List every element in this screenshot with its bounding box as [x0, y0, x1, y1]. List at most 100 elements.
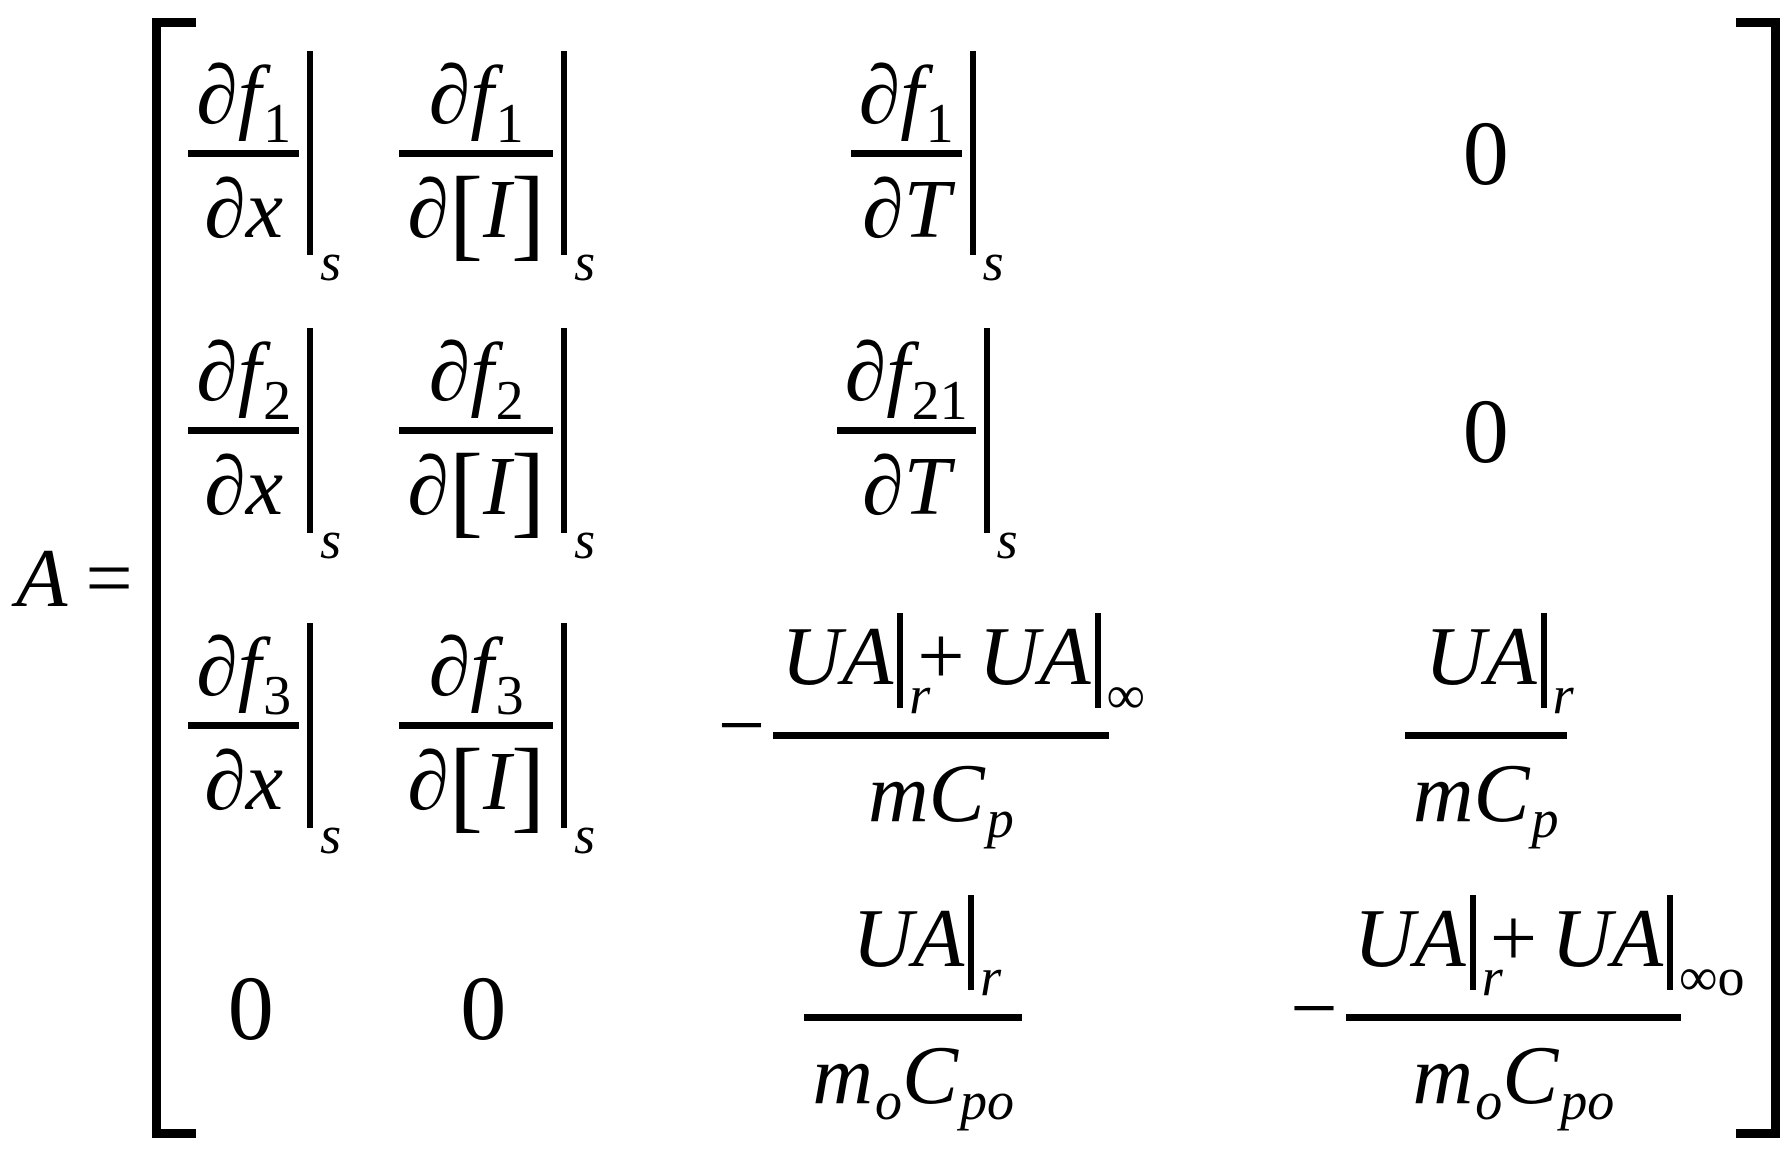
- eval-bar: s: [561, 623, 595, 862]
- eval-subscript: r: [980, 947, 1002, 1008]
- numerator-subscript: 1: [263, 92, 292, 155]
- matrix-cell-r3c2: ∂f3 ∂[I] s: [399, 621, 595, 862]
- plus-sign: +: [1489, 892, 1538, 986]
- denominator: ∂: [407, 440, 449, 533]
- matrix-cell-r1c2: ∂f1 ∂[I] s: [399, 48, 595, 289]
- eval-bar: s: [307, 623, 341, 862]
- denominator: mC: [1412, 746, 1530, 840]
- eval-bar: r: [1469, 895, 1503, 1004]
- eval-subscript: ∞: [1106, 664, 1146, 725]
- partial-derivative-eval: ∂f1 ∂[I] s: [399, 48, 595, 289]
- numerator: ∂f: [196, 48, 262, 142]
- fraction: ∂f2 ∂[I]: [399, 326, 554, 542]
- matrix-cell-r3c1: ∂f3 ∂x s: [188, 622, 341, 862]
- denominator-subscript: p: [986, 788, 1014, 849]
- eval-bar: s: [969, 50, 1004, 289]
- denominator-subscript: po: [1560, 1071, 1615, 1132]
- denominator: m: [812, 1029, 873, 1123]
- matrix-cell-r2c2: ∂f2 ∂[I] s: [399, 326, 595, 567]
- UA-term: UA: [1424, 609, 1537, 703]
- plus-sign: +: [917, 609, 965, 703]
- zero-entry: 0: [460, 957, 507, 1059]
- denominator: ∂: [407, 735, 449, 828]
- fraction: ∂f1 ∂[I]: [399, 48, 554, 264]
- eval-bar: r: [1540, 612, 1574, 722]
- matrix-cell-r4c1: 0: [228, 962, 274, 1054]
- denominator: mC: [868, 746, 985, 840]
- matrix-cell-r1c3: ∂f1 ∂T s: [850, 50, 1004, 289]
- UA-term: UA: [781, 609, 894, 703]
- denominator-variable: I: [482, 735, 511, 828]
- numerator: ∂f: [428, 621, 494, 715]
- fraction: ∂f21 ∂T: [836, 326, 976, 532]
- fraction: ∂f1 ∂T: [850, 50, 962, 255]
- eval-subscript: r: [1552, 664, 1574, 725]
- eval-subscript: r: [1481, 947, 1503, 1008]
- partial-derivative-eval: ∂f3 ∂[I] s: [399, 621, 595, 862]
- UA-term: UA: [1353, 892, 1466, 986]
- numerator: ∂f: [428, 48, 494, 142]
- partial-derivative-eval: ∂f21 ∂T s: [836, 326, 1018, 567]
- denominator: m: [1412, 1029, 1474, 1123]
- eval-subscript: r: [909, 664, 931, 725]
- denominator-subscript: o: [1475, 1071, 1503, 1132]
- equals-sign: =: [85, 531, 133, 625]
- partial-derivative-eval: ∂f2 ∂[I] s: [399, 326, 595, 567]
- numerator: ∂f: [844, 326, 910, 420]
- eval-subscript: s: [574, 509, 596, 570]
- eval-bar: s: [307, 50, 341, 289]
- eval-bar: ∞o: [1667, 895, 1745, 1004]
- left-bracket: [151, 18, 196, 1138]
- numerator: ∂f: [428, 326, 494, 420]
- denominator: ∂x: [204, 735, 284, 828]
- equation-lhs: A =: [16, 530, 133, 627]
- denominator: C: [1502, 1029, 1559, 1123]
- eval-subscript: s: [574, 804, 596, 865]
- eval-subscript: ∞o: [1679, 947, 1745, 1008]
- numerator-subscript: 2: [263, 370, 292, 433]
- partial-derivative-eval: ∂f1 ∂T s: [850, 50, 1004, 289]
- eval-bar: s: [983, 328, 1018, 567]
- eval-subscript: s: [320, 232, 342, 293]
- numerator-subscript: 3: [495, 665, 524, 728]
- numerator-subscript: 3: [263, 665, 292, 728]
- matrix-cell-r2c1: ∂f2 ∂x s: [188, 326, 341, 567]
- numerator-subscript: 21: [911, 370, 968, 433]
- fraction: ∂f3 ∂x: [188, 622, 300, 828]
- numerator-subscript: 1: [495, 92, 524, 155]
- eval-subscript: s: [996, 509, 1018, 570]
- zero-entry: 0: [1462, 379, 1509, 482]
- numerator-subscript: 2: [495, 370, 524, 433]
- matrix-cell-r2c3: ∂f21 ∂T s: [836, 326, 1018, 567]
- denominator: C: [902, 1029, 959, 1123]
- partial-derivative-eval: ∂f3 ∂x s: [188, 622, 341, 862]
- matrix-cell-r2c4: 0: [1463, 385, 1509, 477]
- minus-sign: −: [1290, 961, 1338, 1055]
- fraction: ∂f1 ∂x: [188, 48, 300, 255]
- UA-term: UA: [978, 609, 1091, 703]
- matrix: ∂f1 ∂x s ∂f1 ∂[I] s ∂f: [151, 18, 1780, 1138]
- fraction: ∂f2 ∂x: [188, 326, 300, 533]
- denominator: ∂x: [204, 440, 284, 533]
- numerator: ∂f: [196, 326, 262, 420]
- matrix-cell-r4c2: 0: [460, 962, 506, 1054]
- eval-bar: ∞: [1094, 612, 1145, 722]
- denominator-subscript: po: [960, 1071, 1015, 1132]
- eval-bar: s: [307, 328, 341, 567]
- zero-entry: 0: [1462, 102, 1509, 204]
- eval-bar: r: [968, 895, 1001, 1004]
- matrix-cell-r1c1: ∂f1 ∂x s: [188, 48, 341, 289]
- denominator-variable: I: [482, 162, 511, 256]
- eval-bar: r: [897, 612, 930, 722]
- eval-subscript: s: [574, 232, 596, 293]
- eval-bar: s: [561, 50, 595, 289]
- UA-term: UA: [1551, 892, 1664, 986]
